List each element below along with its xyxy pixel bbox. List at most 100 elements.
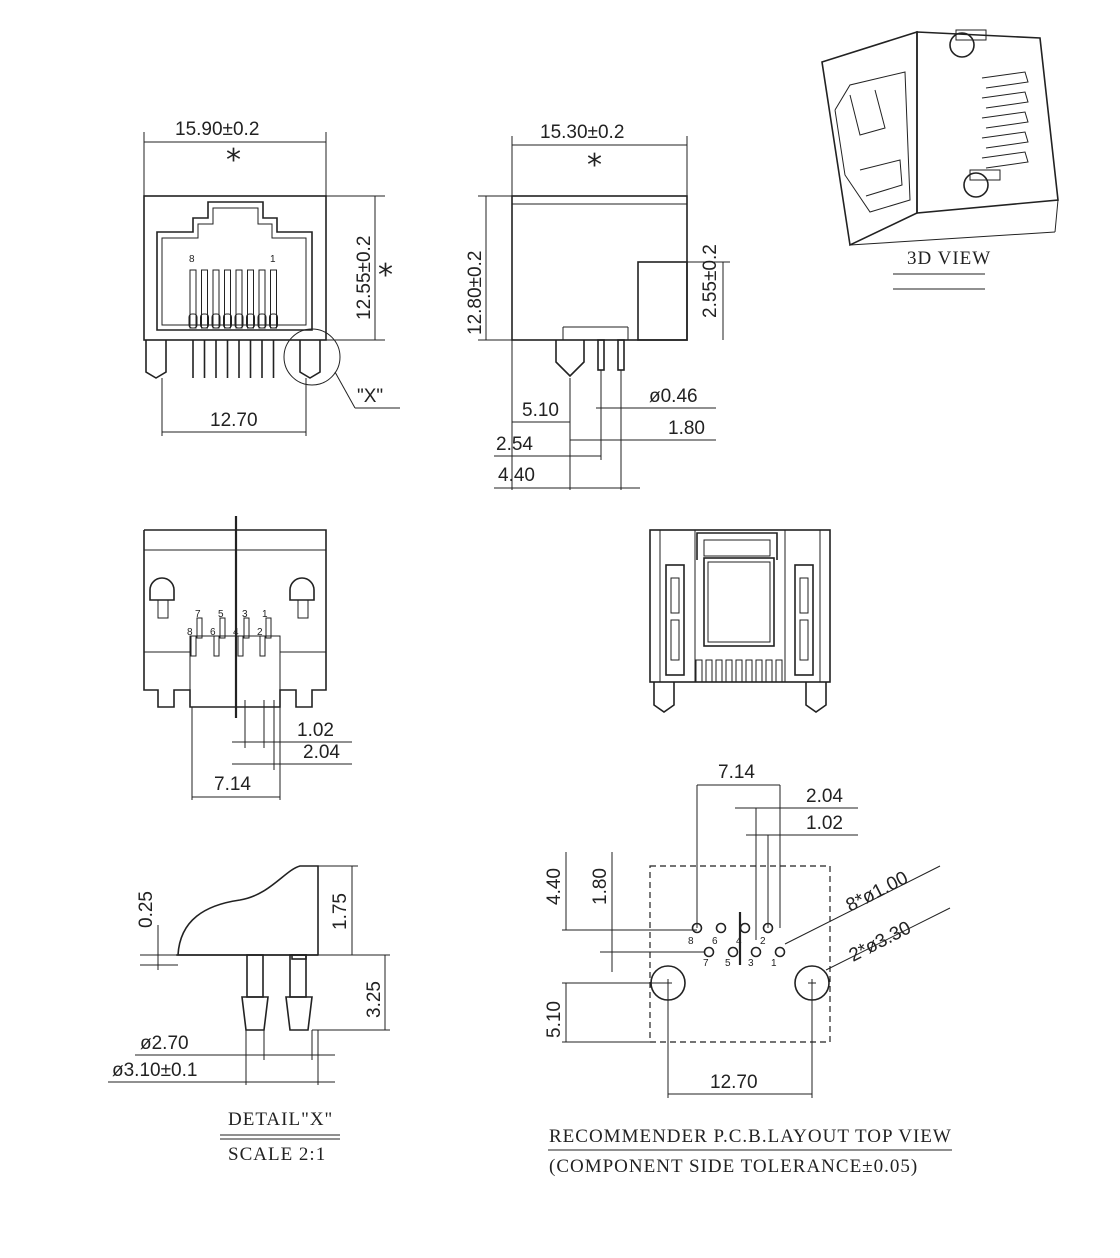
pcb-dim-2-04: 2.04 [806,786,843,807]
detail-dim-3-10: ø3.10±0.1 [112,1060,197,1081]
pcb-dim-12-70: 12.70 [710,1072,758,1093]
bottom-pin [265,617,272,639]
front-left-post [145,340,167,379]
front-jack-opening [156,201,313,331]
rear-contact [775,659,783,683]
bottom-pin-7: 7 [195,609,201,620]
detail-x-leg-right [285,996,313,1031]
front-contact [212,269,220,329]
front-right-post [299,340,321,379]
front-contact [201,269,208,329]
side-view: 15.30±0.2 * 12.80±0.2 2.55±0.2 5.10 ø0.4… [465,122,730,490]
bottom-pin-5: 5 [218,609,224,620]
pcb-pin-4: 4 [736,936,742,947]
bottom-right-latch [289,577,315,601]
pcb-title: RECOMMENDER P.C.B.LAYOUT TOP VIEW [549,1126,952,1147]
side-post [555,340,585,378]
bottom-pin [243,617,250,639]
bottom-pin-3: 3 [242,609,248,620]
3d-fin [981,151,1029,169]
front-view: 8 1 "X" 15.90±0.2 * 12.55±0.2 * 12.70 [143,119,400,436]
detail-x-scale: SCALE 2:1 [228,1144,326,1165]
bottom-pin [196,617,203,639]
3d-fin [981,111,1029,129]
side-dim-4-40: 4.40 [498,465,535,486]
bottom-pin-4: 4 [233,627,239,638]
front-contact-tip [188,313,198,329]
front-pins [192,340,275,378]
rear-contact [695,659,703,683]
bottom-pin-8: 8 [187,627,193,638]
front-pin-label-1: 1 [270,254,276,265]
detail-dim-0-25: 0.25 [136,891,157,928]
front-contact [270,269,277,329]
bottom-pin [237,635,244,657]
pcb-hole-small-callout: 8*ø1.00 [843,868,912,917]
bottom-pin [219,617,226,639]
pcb-dim-5-10: 5.10 [544,1001,565,1038]
front-contact [247,269,254,329]
rear-contact [715,659,723,683]
side-depth-dim: 15.30±0.2 [540,122,624,143]
pcb-pin-3: 3 [748,958,754,969]
front-contact-tip [269,313,278,329]
pcb-pin-8: 8 [688,936,694,947]
pcb-hole [739,922,751,934]
bottom-dim-2-04: 2.04 [303,742,340,763]
3d-post-top [949,32,975,58]
rear-contact [725,659,733,683]
front-contacts [188,269,278,329]
front-pin-label-8: 8 [189,254,195,265]
3d-fin [981,131,1029,149]
pcb-dim-7-14: 7.14 [718,762,755,783]
pcb-layout: 8 6 4 2 7 5 3 1 7.14 2.04 1.02 4.40 1.80… [544,762,952,1177]
pcb-dim-1-80: 1.80 [590,868,611,905]
pcb-pin-2: 2 [760,936,766,947]
pcb-hole [715,922,727,934]
pcb-pin-6: 6 [712,936,718,947]
side-dim-2-54: 2.54 [496,434,533,455]
3d-post-bottom [963,172,989,198]
3d-fin [981,91,1029,109]
side-height-dim: 12.80±0.2 [465,251,486,335]
3d-body-front [821,30,918,247]
front-jack-inner [161,207,307,326]
bottom-pin [213,635,220,657]
detail-dim-2-70: ø2.70 [140,1033,189,1054]
bottom-pins [190,617,272,657]
detail-x-view: 0.25 1.75 3.25 ø2.70 ø3.10±0.1 DETAIL"X"… [108,865,390,1165]
rear-contact [705,659,713,683]
pcb-hole [750,946,762,958]
side-dim-0-46: ø0.46 [649,386,698,407]
detail-x-latch-profile [177,865,319,956]
front-contact [258,269,266,329]
side-window [637,261,688,341]
rear-contacts [695,659,783,683]
pcb-pin-1: 1 [771,958,777,969]
front-contact-tip [257,313,267,329]
3d-fin [981,71,1029,89]
pcb-subtitle: (COMPONENT SIDE TOLERANCE±0.05) [549,1156,918,1177]
3d-fins [981,71,1029,169]
bottom-dim-7-14: 7.14 [214,774,251,795]
front-height-dim: 12.55±0.2 [354,236,375,320]
rear-contact [765,659,773,683]
pcb-hole [703,946,715,958]
rear-contact [745,659,753,683]
front-contact-tip [200,313,209,329]
bottom-pin [259,635,266,657]
side-body [511,195,688,341]
pcb-pin-7: 7 [703,958,709,969]
pcb-pin-5: 5 [725,958,731,969]
rear-contact [755,659,763,683]
front-contact [189,269,197,329]
bottom-pin-6: 6 [210,627,216,638]
rear-view [649,529,831,713]
front-body [143,195,327,341]
detail-dim-1-75: 1.75 [330,893,351,930]
pcb-dim-4-40: 4.40 [544,868,565,905]
pcb-outline [649,865,831,1043]
bottom-view: 7 5 3 1 8 6 4 2 1.02 2.04 7.14 [143,516,352,800]
detail-x-title: DETAIL"X" [228,1109,333,1130]
